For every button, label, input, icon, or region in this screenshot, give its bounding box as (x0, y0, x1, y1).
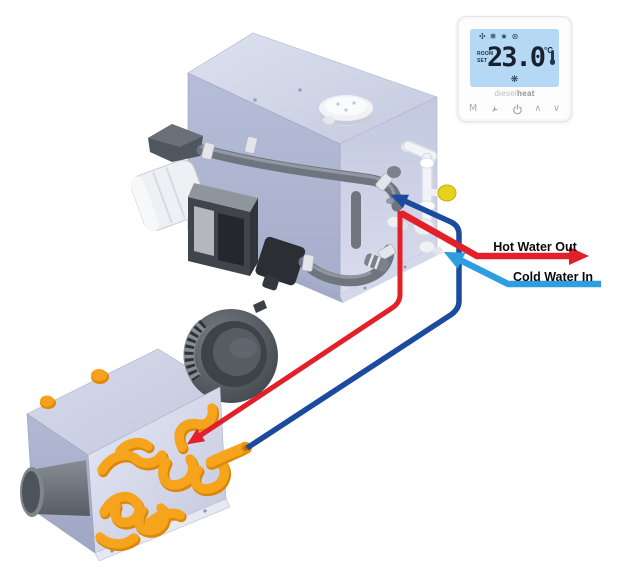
power-button[interactable] (512, 103, 523, 115)
upper-wall-barb (387, 166, 401, 178)
mode-button[interactable]: M (469, 103, 478, 114)
intake-grille (184, 320, 207, 382)
cap-mark (352, 101, 356, 105)
hose-clamp (301, 254, 315, 272)
fan-speed-icon (492, 105, 498, 112)
diesel-burner (130, 124, 306, 291)
screw-dot (298, 88, 302, 92)
control-box-top (188, 183, 258, 212)
sun-icon: ⊛ (511, 32, 519, 41)
filler-cap-face (325, 96, 367, 116)
thermostat-screen: ✣ ❅ ★ ⊛ ROOM SET 23.0 °C ❋ (470, 29, 559, 87)
snowflake-icon: ❅ (489, 32, 497, 41)
snowflake-mode-icon: ❋ (510, 75, 519, 85)
star-icon: ★ (500, 32, 508, 41)
cold-inlet-collet (433, 247, 443, 255)
temp-up-button[interactable]: ∧ (534, 103, 542, 114)
lower-hose (298, 244, 395, 287)
hot-water-out-line (399, 210, 589, 265)
control-box-side (250, 198, 258, 276)
control-box-screen (218, 213, 244, 266)
fan-speed-button[interactable] (489, 104, 500, 115)
return-port-hole (386, 198, 394, 204)
hose-clamp (201, 142, 215, 160)
cold-water-in-line (443, 251, 601, 288)
flow-lines (187, 194, 601, 451)
pipe-nut (419, 157, 435, 169)
coil-bump (91, 369, 107, 381)
heater-supply-line (187, 211, 403, 445)
power-icon (512, 103, 522, 114)
thermostat-buttons: M ∧ ∨ (469, 102, 560, 116)
screw-dot (363, 286, 367, 290)
thermometer-stem (551, 50, 554, 61)
blower-fan (183, 300, 278, 403)
fan-heater-unit (20, 300, 278, 562)
screw-dot (403, 265, 407, 269)
burner-cowl-top (148, 124, 203, 147)
temperature-unit: °C (544, 46, 553, 55)
filler-cap (319, 95, 373, 126)
boiler-unit (130, 32, 457, 303)
screw-dot (253, 98, 257, 102)
blower-hub (229, 338, 257, 358)
thermometer-bulb (549, 59, 555, 65)
duct-mouth (22, 471, 40, 513)
hose-clamp (244, 136, 258, 154)
duct-outlet (20, 460, 90, 517)
fan-icon: ✣ (479, 32, 486, 41)
temperature-readout: 23.0 (487, 42, 546, 73)
cap-spout (323, 116, 335, 124)
brand-suffix: heat (517, 89, 535, 98)
brand-prefix: diesel (494, 89, 518, 98)
temp-down-button[interactable]: ∨ (552, 103, 560, 114)
set-label: SET (477, 58, 488, 64)
fuel-pump (255, 236, 306, 291)
cap-mark (336, 102, 340, 106)
cap-mark (344, 108, 348, 112)
lcd-status-icons: ✣ ❅ ★ ⊛ (479, 32, 518, 42)
heater-feed-barb (364, 253, 389, 272)
duct-body (30, 460, 90, 516)
brand-logo: dieselheat (458, 89, 571, 98)
burner-muffler (130, 159, 208, 232)
hose-clamp (377, 244, 397, 260)
coil-bump (40, 395, 54, 407)
cold-inlet-fitting (418, 240, 436, 254)
upper-hose-highlight (200, 145, 396, 197)
mount-tab (253, 300, 267, 313)
thermostat: ✣ ❅ ★ ⊛ ROOM SET 23.0 °C ❋ dieselheat M (457, 16, 572, 122)
hose-clamps (201, 136, 397, 272)
coolant-hoses (196, 144, 403, 287)
hot-water-out-label: Hot Water Out (493, 240, 577, 254)
cold-water-in-label: Cold Water In (513, 270, 593, 284)
yellow-relief-cap (437, 184, 457, 202)
room-set-labels: ROOM SET (477, 51, 493, 65)
room-label: ROOM (477, 51, 494, 57)
thermometer-icon (548, 49, 556, 66)
flange-screw (203, 509, 207, 513)
control-box-panel (194, 206, 214, 256)
